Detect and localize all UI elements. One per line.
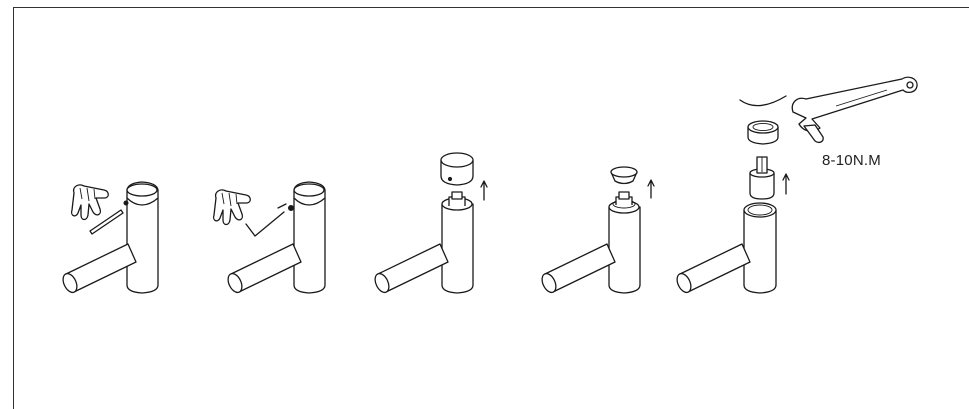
faucet-icon (538, 191, 641, 296)
ring-cover-icon (610, 166, 638, 185)
diagram-frame (13, 7, 969, 409)
faucet-icon (371, 191, 474, 296)
nut-icon (747, 120, 779, 145)
step-1 (59, 181, 159, 296)
hex-key-icon (245, 203, 287, 237)
faucet-icon (224, 181, 326, 296)
arrow-up-icon (480, 180, 488, 201)
cartridge-icon (749, 156, 775, 200)
hand-icon (212, 189, 251, 226)
arrow-up-icon (782, 173, 790, 195)
step-2 (212, 181, 326, 296)
step-4 (538, 166, 655, 296)
hex-key-icon (89, 209, 124, 235)
faucet-icon (673, 202, 777, 296)
handle-cap-icon (440, 152, 474, 186)
arrow-up-icon (647, 179, 655, 199)
torque-label: 8-10N.M (822, 152, 881, 169)
step-3 (371, 152, 488, 296)
wrench-icon (739, 76, 918, 144)
step-5 (673, 76, 918, 296)
hand-icon (70, 184, 109, 221)
faucet-icon (59, 181, 159, 296)
